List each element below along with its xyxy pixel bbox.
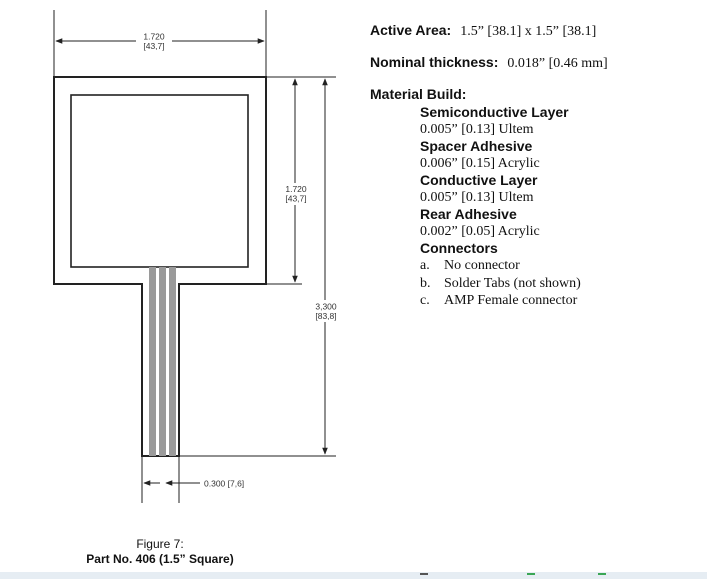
material-build-label: Material Build: — [370, 86, 467, 102]
caption-figure-number: Figure 7: — [136, 537, 184, 551]
layer-value: 0.005” [0.13] Ultem — [420, 122, 534, 137]
active-area-outline — [70, 94, 249, 268]
material-build-row: Material Build: — [370, 86, 700, 102]
connector-letter: c. — [420, 293, 430, 308]
width-dim-in: 1.720 — [143, 32, 165, 42]
layer-name: Rear Adhesive — [420, 206, 517, 222]
connector-text: AMP Female connector — [444, 293, 578, 308]
active-area-value: 1.5” [38.1] x 1.5” [38.1] — [460, 24, 597, 39]
spec-panel: Active Area: 1.5” [38.1] x 1.5” [38.1] N… — [370, 22, 700, 310]
active-height-dim-in: 1.720 — [285, 184, 307, 194]
active-area-label: Active Area: — [370, 22, 452, 38]
figure-caption: Figure 7: Part No. 406 (1.5” Square) — [84, 537, 236, 567]
connector-item: b. Solder Tabs (not shown) — [420, 275, 700, 293]
layer-value: 0.005” [0.13] Ultem — [420, 190, 534, 205]
conductive-traces — [149, 267, 176, 456]
connector-letter: a. — [420, 258, 430, 273]
layer-name: Conductive Layer — [420, 172, 538, 188]
layer-value: 0.002” [0.05] Acrylic — [420, 224, 540, 239]
bottom-bar-mark — [420, 573, 428, 575]
active-height-dim-mm: [43,7] — [285, 194, 306, 204]
total-height-dim-mm: [83,8] — [315, 311, 336, 321]
layer-value: 0.006” [0.15] Acrylic — [420, 156, 540, 171]
tail-width-dim: 0.300 [7,6] — [204, 479, 244, 489]
connectors-label: Connectors — [420, 240, 498, 256]
connector-text: Solder Tabs (not shown) — [444, 275, 581, 291]
dim-label-bg — [311, 300, 339, 322]
connector-item: a. No connector — [420, 257, 700, 275]
width-dim-mm: [43,7] — [143, 41, 164, 51]
layer-name: Semiconductive Layer — [420, 104, 569, 120]
thickness-value: 0.018” [0.46 mm] — [507, 56, 608, 71]
connector-text: No connector — [444, 258, 520, 273]
thickness-row: Nominal thickness: 0.018” [0.46 mm] — [370, 54, 700, 72]
dim-label-bg — [136, 31, 172, 51]
dim-label-bg — [280, 183, 310, 205]
layer-list: Semiconductive Layer 0.005” [0.13] Ultem… — [420, 104, 700, 310]
bottom-bar-mark — [527, 573, 535, 575]
caption-part-number: Part No. 406 (1.5” Square) — [86, 552, 234, 566]
bottom-bar-mark — [598, 573, 606, 575]
total-height-dim-in: 3,300 — [315, 302, 337, 312]
connector-letter: b. — [420, 275, 431, 291]
layer-name: Spacer Adhesive — [420, 138, 533, 154]
thickness-label: Nominal thickness: — [370, 54, 499, 70]
active-area-row: Active Area: 1.5” [38.1] x 1.5” [38.1] — [370, 22, 700, 40]
connector-item: c. AMP Female connector — [420, 292, 700, 310]
window-bottom-bar — [0, 572, 707, 579]
